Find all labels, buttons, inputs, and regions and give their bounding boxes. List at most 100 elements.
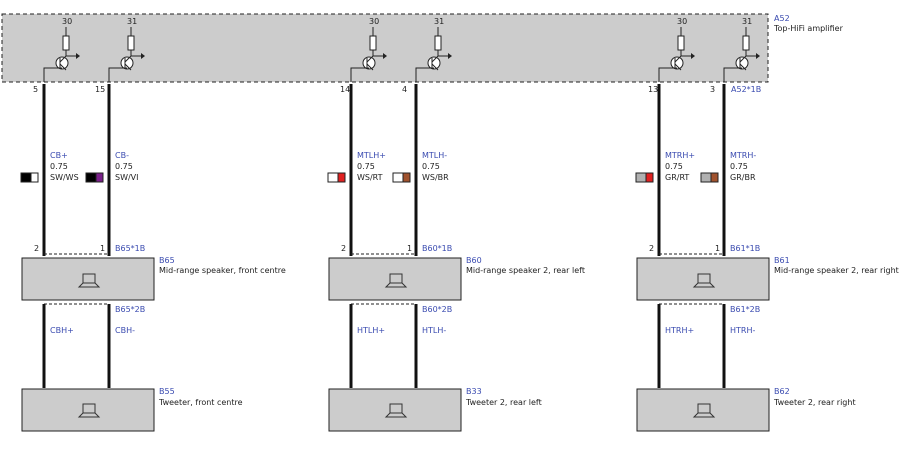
wire-signal-label: MTRH+ (665, 151, 695, 160)
wire-gauge-label: 0.75 (422, 162, 440, 171)
amp-pin-label: 4 (402, 85, 407, 94)
transistor-collector (739, 55, 747, 63)
amp-pin-label: 15 (95, 85, 105, 94)
wire-gauge-label: 0.75 (357, 162, 375, 171)
arrow-icon (383, 53, 387, 59)
fuse-symbol (369, 35, 377, 51)
wire-signal-label: CB+ (50, 151, 68, 160)
speaker-connector-2: B60*2B (422, 305, 452, 314)
tweeter-wire-label: HTRH+ (665, 326, 694, 335)
transistor-icon (427, 56, 441, 70)
transistor-icon (362, 56, 376, 70)
speaker-icon-cone (384, 412, 408, 418)
wire-color-label: SW/WS (50, 173, 79, 182)
speaker-icon-cone (692, 412, 716, 418)
wire-color-swatch (710, 172, 719, 183)
speaker-icon (697, 403, 711, 414)
supply-pin-label: 31 (742, 17, 752, 26)
transistor-collector (366, 55, 374, 63)
arrow-icon (756, 53, 760, 59)
wire-gauge-label: 0.75 (50, 162, 68, 171)
wire-color-label: SW/VI (115, 173, 139, 182)
wire-signal-label: MTLH+ (357, 151, 386, 160)
transistor-icon (55, 56, 69, 70)
transistor-emitter (59, 63, 67, 71)
tweeter-id: B62 (774, 387, 790, 396)
supply-pin-label: 30 (62, 17, 72, 26)
speaker-icon (82, 403, 96, 414)
arrow-icon (691, 53, 695, 59)
wire-color-swatch (645, 172, 654, 183)
fuse-symbol (677, 35, 685, 51)
speaker-icon-cone (384, 282, 408, 288)
speaker-icon-cone (692, 282, 716, 288)
wire-color-label: WS/BR (422, 173, 449, 182)
supply-pin-label: 31 (127, 17, 137, 26)
speaker-name: Mid-range speaker 2, rear right (774, 266, 899, 275)
wire-gauge-label: 0.75 (115, 162, 133, 171)
speaker-icon-cone (77, 282, 101, 288)
fuse-symbol (62, 35, 70, 51)
speaker-id: B61 (774, 256, 790, 265)
transistor-collector (124, 55, 132, 63)
fuse-symbol (127, 35, 135, 51)
arrow-icon (76, 53, 80, 59)
speaker-box (636, 257, 770, 301)
speaker-icon (389, 273, 403, 284)
tweeter-wire-label: CBH+ (50, 326, 74, 335)
speaker-pin-label: 1 (715, 244, 720, 253)
wire-color-label: GR/BR (730, 173, 756, 182)
speaker-connector-1: B61*1B (730, 244, 760, 253)
tweeter-name: Tweeter 2, rear right (773, 398, 856, 407)
transistor-collector (674, 55, 682, 63)
speaker-connector-2: B61*2B (730, 305, 760, 314)
speaker-icon-cone (77, 412, 101, 418)
internal-wire (43, 67, 62, 82)
wire-color-swatch (635, 172, 647, 183)
speaker-pin-label: 1 (100, 244, 105, 253)
internal-wire (415, 67, 434, 82)
transistor-icon (735, 56, 749, 70)
wire-color-swatch (402, 172, 411, 183)
wire-gauge-label: 0.75 (665, 162, 683, 171)
amp-pin-label: 5 (33, 85, 38, 94)
speaker-id: B65 (159, 256, 175, 265)
tweeter-id: B33 (466, 387, 482, 396)
wire-color-swatch (700, 172, 712, 183)
transistor-collector (59, 55, 67, 63)
amp-pin-label: 14 (340, 85, 350, 94)
speaker-box (328, 257, 462, 301)
transistor-icon (670, 56, 684, 70)
wire-color-swatch (95, 172, 104, 183)
speaker-name: Mid-range speaker 2, rear left (466, 266, 585, 275)
supply-pin-label: 30 (677, 17, 687, 26)
amplifier-connector: A52*1B (731, 85, 761, 94)
wire-color-swatch (20, 172, 32, 183)
wire-color-swatch (85, 172, 97, 183)
wire-signal-label: CB- (115, 151, 129, 160)
internal-wire (658, 67, 677, 82)
transistor-icon (120, 56, 134, 70)
transistor-emitter (366, 63, 374, 71)
wire-color-swatch (327, 172, 339, 183)
tweeter-wire-label: HTLH+ (357, 326, 385, 335)
transistor-emitter (739, 63, 747, 71)
speaker-icon (697, 273, 711, 284)
amplifier-id: A52 (774, 14, 790, 23)
tweeter-name: Tweeter 2, rear left (465, 398, 542, 407)
transistor-collector (431, 55, 439, 63)
wire-color-label: WS/RT (357, 173, 383, 182)
amplifier-box (1, 13, 769, 83)
speaker-pin-label: 2 (34, 244, 39, 253)
transistor-emitter (124, 63, 132, 71)
internal-wire (723, 67, 742, 82)
tweeter-id: B55 (159, 387, 175, 396)
arrow-icon (448, 53, 452, 59)
supply-pin-label: 31 (434, 17, 444, 26)
tweeter-box (21, 388, 155, 432)
speaker-connector-1: B65*1B (115, 244, 145, 253)
tweeter-wire-label: HTLH- (422, 326, 446, 335)
speaker-name: Mid-range speaker, front centre (159, 266, 286, 275)
tweeter-wire-label: HTRH- (730, 326, 755, 335)
wire-signal-label: MTRH- (730, 151, 756, 160)
